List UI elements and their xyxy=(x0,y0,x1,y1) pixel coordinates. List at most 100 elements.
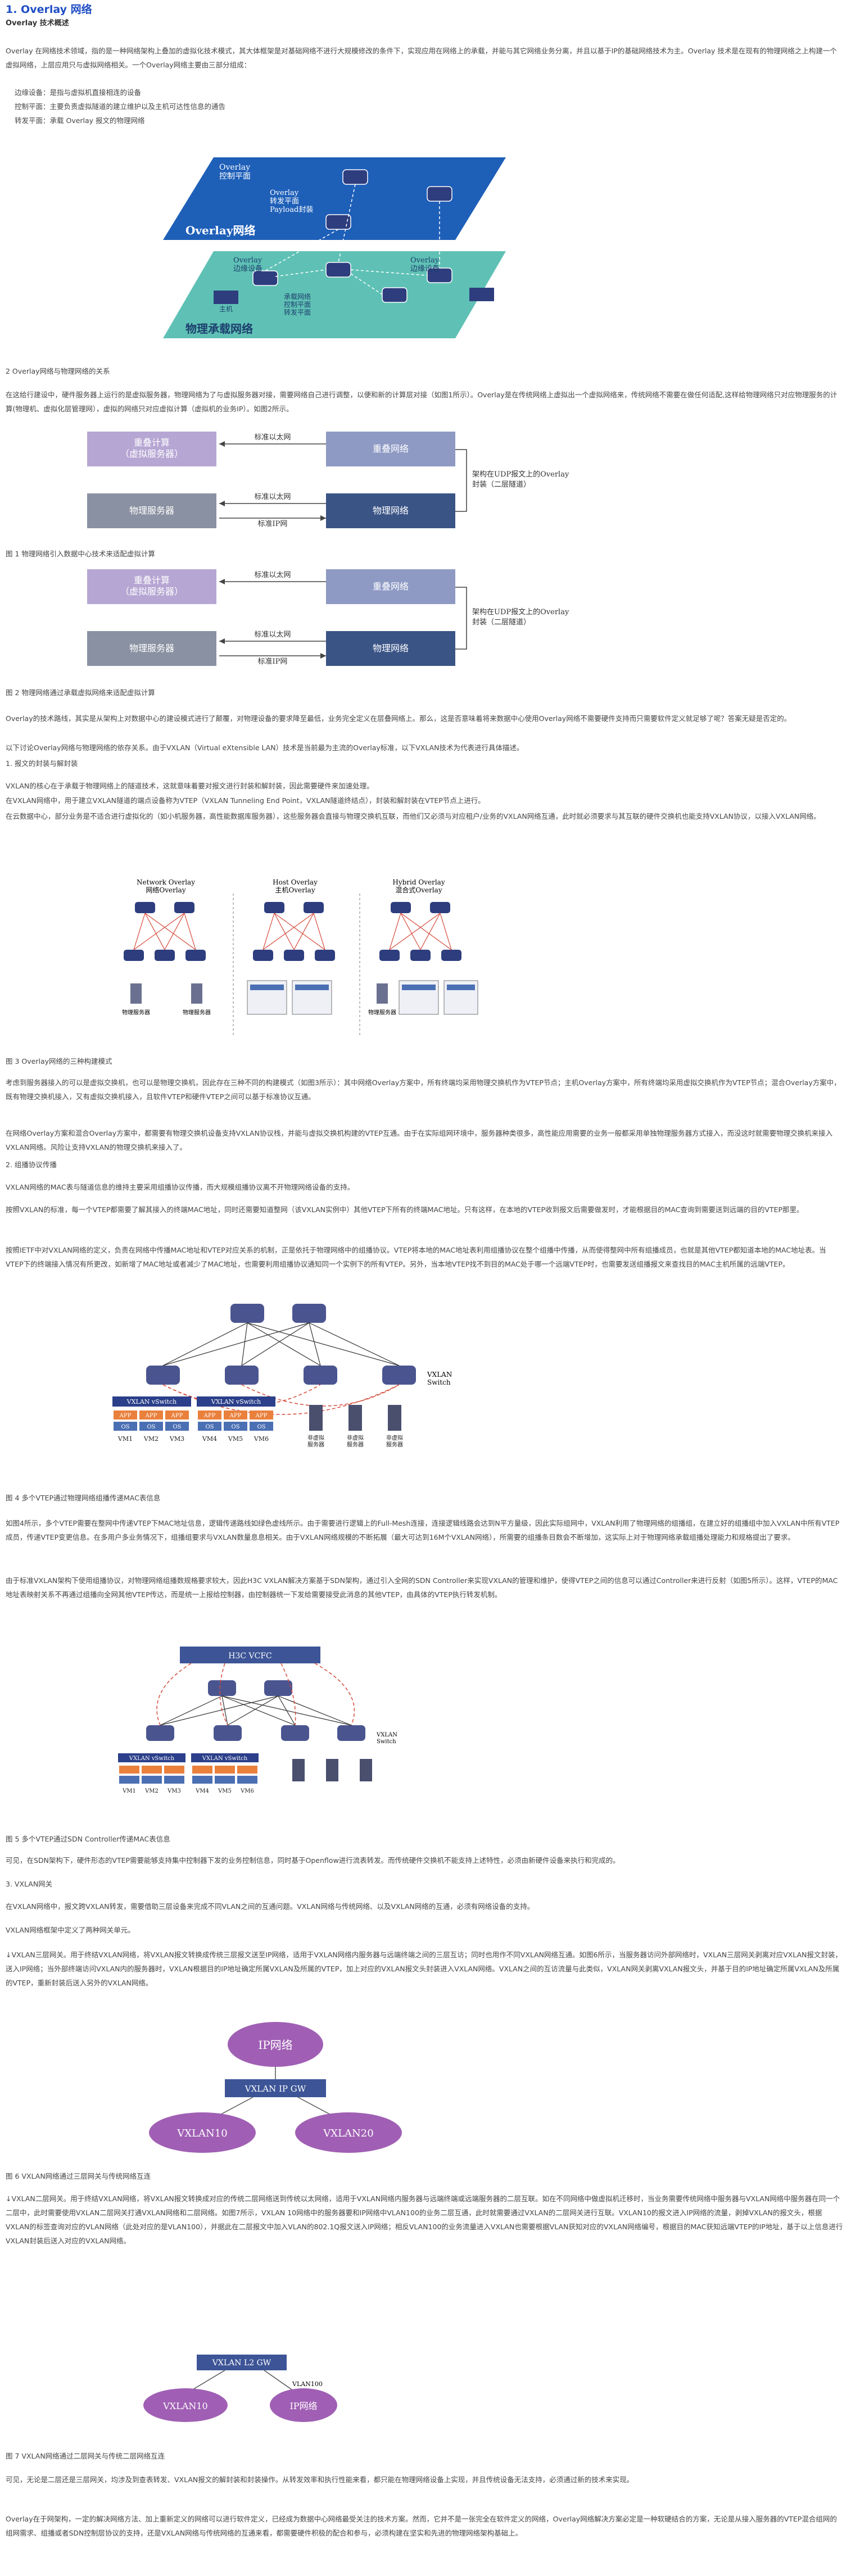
paragraph-p10: VXLAN网络的MAC表与隧道信息的维持主要采用组播协议传播，而大规模组播协议离… xyxy=(6,1183,355,1191)
physical-plane-label: 物理承载网络 xyxy=(185,322,253,335)
diagram-1: 重叠计算（虚拟服务器） 物理服务器 重叠网络 物理网络 标准以太网 标准以太网 … xyxy=(87,432,569,528)
physical-network-box xyxy=(326,493,455,528)
ip-network-label: IP网络 xyxy=(289,2401,317,2411)
physical-server-label: 物理服务器 xyxy=(129,505,174,516)
svg-text:APP: APP xyxy=(203,1413,216,1419)
ip-network-label: IP网络 xyxy=(258,2038,292,2052)
svg-text:OS: OS xyxy=(147,1424,155,1430)
vxlan10-cloud xyxy=(143,2388,228,2422)
caption-4: 图 4 多个VTEP通过物理网络组播传递MAC表信息 xyxy=(6,1494,161,1502)
svg-text:标准以太网: 标准以太网 xyxy=(254,571,291,579)
vxlan10-label: VXLAN10 xyxy=(176,2128,227,2139)
paragraph-p5: VXLAN的核心在于承载于物理网络上的隧道技术，这就意味着要对报文进行封装和解封… xyxy=(6,782,374,790)
l2-gateway-figure: VXLAN L2 GW VLAN100 VXLAN10 IP网络 xyxy=(143,2355,337,2422)
paragraph-p13: 如图4所示，多个VTEP需要在整网中传递VTEP下MAC地址信息，逻辑传递路线如… xyxy=(6,1519,840,1541)
physical-server-box xyxy=(87,493,216,528)
section-subtitle: Overlay 技术概述 xyxy=(6,19,69,28)
svg-text:OS: OS xyxy=(257,1424,265,1430)
caption-5: 图 5 多个VTEP通过SDN Controller传递MAC表信息 xyxy=(6,1835,170,1843)
vm1-label: VM1 xyxy=(117,1435,133,1443)
diagram-2: 重叠计算（虚拟服务器） 物理服务器 重叠网络 物理网络 标准以太网 标准以太网 … xyxy=(87,569,569,666)
host-icon xyxy=(214,291,238,304)
svg-text:VXLAN vSwitch: VXLAN vSwitch xyxy=(129,1756,175,1762)
paragraph-p21: Overlay在于网架构，一定的解决网络方法、加上重新定义的网络可以进行软件定义… xyxy=(6,2515,837,2537)
svg-text:OS: OS xyxy=(205,1424,214,1430)
heading-s2: 2. 组播协议传播 xyxy=(6,1160,57,1169)
vlan100-label: VLAN100 xyxy=(292,2380,323,2388)
caption-1: 图 1 物理网络引入数据中心技术来适配虚拟计算 xyxy=(6,550,155,558)
svg-text:标准以太网: 标准以太网 xyxy=(254,631,291,639)
svg-text:物理服务器: 物理服务器 xyxy=(368,1009,396,1016)
svg-text:APP: APP xyxy=(171,1413,183,1419)
svg-text:VM3: VM3 xyxy=(167,1788,181,1794)
ip-network-cloud xyxy=(228,2022,323,2067)
section-2-paragraph: 在这给行建设中，硬件服务器上运行的是虚拟服务器，物理网络为了与虚拟服务器对接，需… xyxy=(6,391,838,413)
vxlan-l2-gw-box xyxy=(197,2355,287,2370)
paragraph-p12: 按照IETF中对VXLAN网络的定义，负责在网络中传播MAC地址和VTEP对应关… xyxy=(6,1246,826,1268)
vxlan10-label: VXLAN10 xyxy=(162,2401,207,2411)
svg-text:VXLAN vSwitch: VXLAN vSwitch xyxy=(202,1756,248,1762)
svg-text:APP: APP xyxy=(119,1413,132,1419)
svg-text:VM4: VM4 xyxy=(195,1788,209,1794)
svg-text:VM5: VM5 xyxy=(218,1788,232,1794)
vcfc-box xyxy=(180,1647,320,1663)
svg-text:非虚拟服务器: 非虚拟服务器 xyxy=(307,1434,324,1448)
paragraph-p6: 在VXLAN网络中，用于建立VXLAN隧道的端点设备称为VTEP（VXLAN T… xyxy=(6,796,485,805)
paragraph-p19: ↓VXLAN二层网关。用于终结VXLAN网络，将VXLAN报文转换成对应的传统二… xyxy=(6,2194,843,2245)
vm2-label: VM2 xyxy=(143,1435,159,1443)
component-control: 控制平面：主要负责虚拟隧道的建立维护以及主机可达性信息的通告 xyxy=(15,102,226,111)
caption-7: 图 7 VXLAN网络通过二层网关与传统二层网络互连 xyxy=(6,2452,165,2460)
svg-text:OS: OS xyxy=(173,1424,181,1430)
vm5-label: VM5 xyxy=(228,1435,243,1443)
paragraph-p16: 在VXLAN网络中，报文跨VXLAN转发，需要借助三层设备来完成不同VLAN之间… xyxy=(6,1902,535,1911)
svg-text:重叠计算（虚拟服务器）: 重叠计算（虚拟服务器） xyxy=(120,575,183,597)
svg-text:OS: OS xyxy=(231,1424,239,1430)
component-forward: 转发平面：承载 Overlay 报文的物理网络 xyxy=(15,116,145,125)
svg-text:VM6: VM6 xyxy=(240,1788,254,1794)
std-ethernet-label-top: 标准以太网 xyxy=(254,433,291,442)
physical-network-label: 物理网络 xyxy=(373,505,409,516)
svg-text:非虚拟服务器: 非虚拟服务器 xyxy=(386,1434,403,1448)
vxlan-ip-gw-box xyxy=(225,2079,326,2097)
caption-3: 图 3 Overlay网络的三种构建模式 xyxy=(6,1057,112,1065)
switch-icon xyxy=(252,270,278,286)
vcfc-label: H3C VCFC xyxy=(228,1652,272,1661)
physical-control-label: 承载网络控制平面转发平面 xyxy=(284,292,311,316)
intro-paragraph: Overlay 在网络技术领域，指的是一种网络架构上叠加的虚拟化技术模式，其大体… xyxy=(6,47,837,69)
vxlan-ip-gw-label: VXLAN IP GW xyxy=(245,2084,306,2094)
paragraph-p3: Overlay的技术路线，其实是从架构上对数据中心的建设模式进行了颠覆，对物理设… xyxy=(6,714,791,723)
paragraph-p20: 可见，无论是二层还是三层网关，均涉及到查表转发、VXLAN报文的解封装和封装操作… xyxy=(6,2475,634,2484)
paragraph-p15: 可见，在SDN架构下，硬件形态的VTEP需要能够支持集中控制器下发的业务控制信息… xyxy=(6,1856,620,1865)
overlay-plane xyxy=(163,157,506,240)
page-title: 1. Overlay 网络 xyxy=(6,3,92,16)
switch-icon xyxy=(427,186,452,202)
svg-text:标准IP网: 标准IP网 xyxy=(258,657,288,666)
l3-gateway-figure: IP网络 VXLAN IP GW VXLAN10 VXLAN20 xyxy=(149,2022,402,2153)
sdn-controller-figure: H3C VCFC VXLAN vSwitch VXLAN vSwitch VM1… xyxy=(118,1647,397,1794)
switch-icon xyxy=(325,262,351,278)
paragraph-p18: ↓VXLAN三层网关。用于终结VXLAN网络，将VXLAN报文转换成传统三层报文… xyxy=(6,1951,843,1987)
vxlan-l2-gw-label: VXLAN L2 GW xyxy=(212,2359,271,2368)
physical-plane xyxy=(163,251,506,338)
paragraph-p7: 在云数据中心，部分业务是不适合进行虚拟化的（如小机服务器，高性能数据库服务器），… xyxy=(6,812,821,820)
heading-s3: 3. VXLAN网关 xyxy=(6,1880,53,1888)
caption-6: 图 6 VXLAN网络通过三层网关与传统网络互连 xyxy=(6,2172,151,2180)
paragraph-p4: 以下讨论Overlay网络与物理网络的依存关系。由于VXLAN（Virtual … xyxy=(6,743,524,752)
vswitch-left xyxy=(112,1396,191,1407)
host-icon xyxy=(469,288,494,301)
vswitch-right xyxy=(197,1396,275,1407)
